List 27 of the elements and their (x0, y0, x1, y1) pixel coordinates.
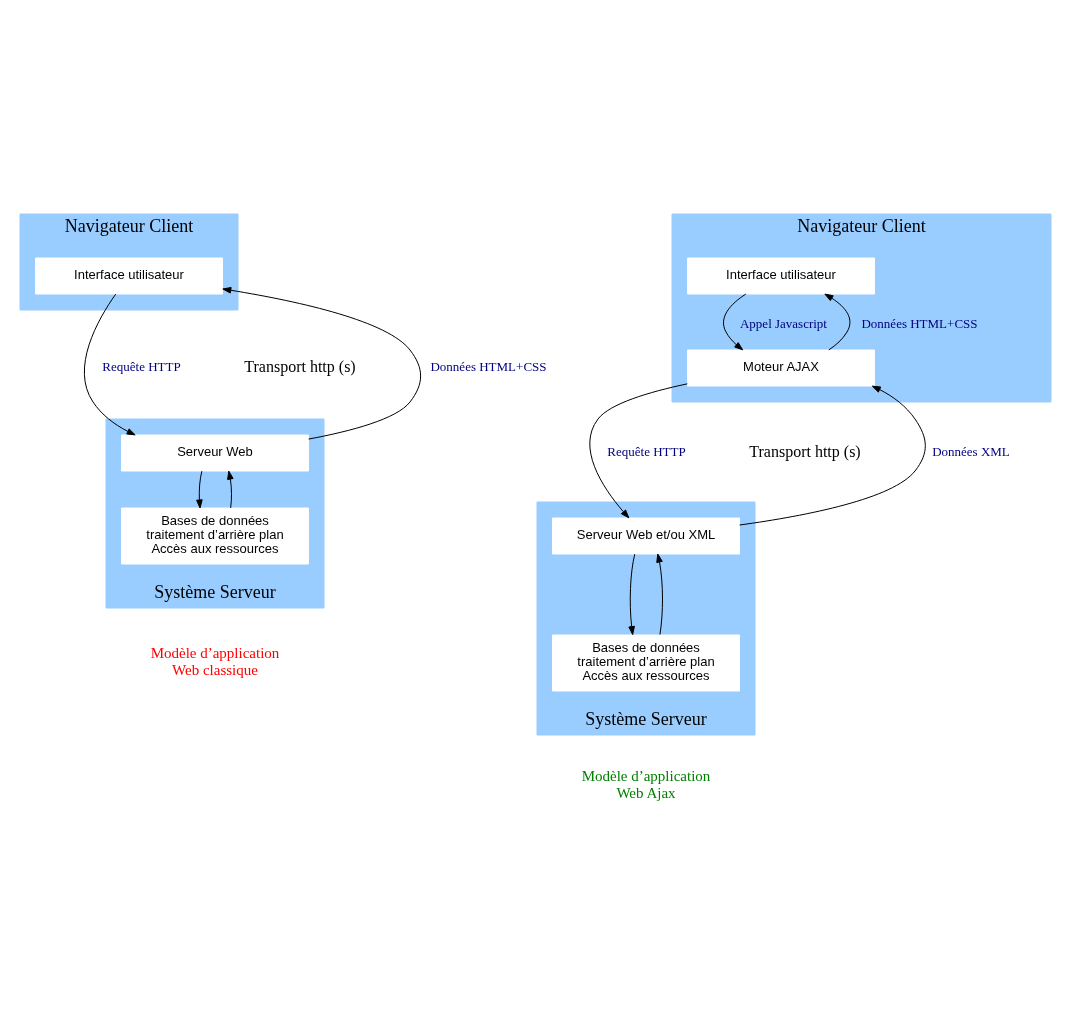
edge-label: Requête HTTP (607, 443, 686, 459)
label: Transport http (s) (244, 357, 356, 375)
node-box: Serveur Web (121, 434, 309, 471)
arrow (739, 385, 926, 526)
arrow (589, 382, 688, 518)
arrow (628, 553, 636, 635)
label: Modèle d’application Web classique (150, 644, 280, 678)
edge-label: Requête HTTP (102, 358, 181, 374)
label: Transport http (s) (749, 442, 861, 460)
edge-label: Données HTML+CSS (430, 358, 547, 374)
edge-label: Données HTML+CSS (861, 315, 978, 331)
arrow (656, 553, 663, 635)
arrow (723, 293, 747, 350)
node-box: Serveur Web et/ou XML (552, 517, 740, 554)
node-box: Moteur AJAX (687, 349, 875, 386)
node-box: Interface utilisateur (35, 257, 223, 294)
arrow (824, 293, 851, 350)
arrow (222, 286, 422, 440)
node-box: Bases de données traitement d’arrière plan Accès aux ressources (121, 507, 309, 564)
arrow (227, 470, 234, 508)
edge-label: Données XML (932, 443, 1010, 459)
arrow (83, 293, 136, 435)
edge-label: Appel Javascript (739, 315, 828, 331)
node-box: Interface utilisateur (687, 257, 875, 294)
label: Modèle d’application Web Ajax (581, 767, 711, 801)
arrow (196, 470, 203, 508)
node-box: Bases de données traitement d’arrière plan Accès aux ressources (552, 634, 740, 691)
